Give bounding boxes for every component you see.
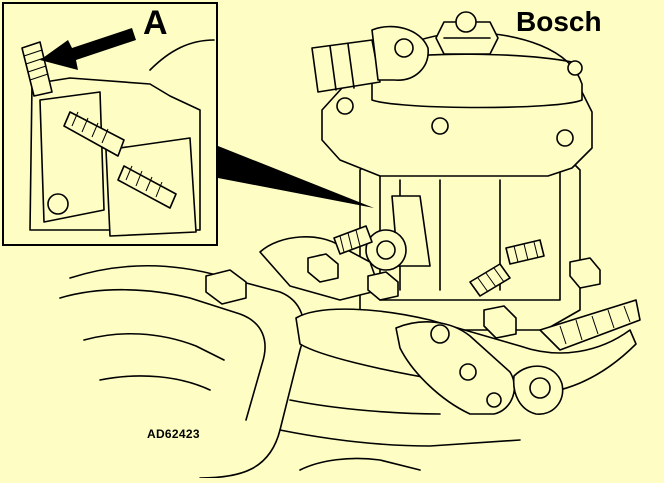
hose-fitting xyxy=(311,25,429,93)
callout-label-a: A xyxy=(143,4,168,42)
leader-pointer xyxy=(218,146,374,208)
cable-sheath xyxy=(539,299,641,351)
callout-arrow xyxy=(40,28,136,70)
figure-code: AD62423 xyxy=(147,427,200,441)
throttle-plate xyxy=(295,308,637,415)
brand-label: Bosch xyxy=(516,6,602,37)
top-nut xyxy=(435,11,499,55)
hex-bolt xyxy=(205,253,601,339)
adjusting-screw xyxy=(333,225,545,297)
pump-housing xyxy=(59,264,521,479)
inset-detail xyxy=(2,2,218,246)
